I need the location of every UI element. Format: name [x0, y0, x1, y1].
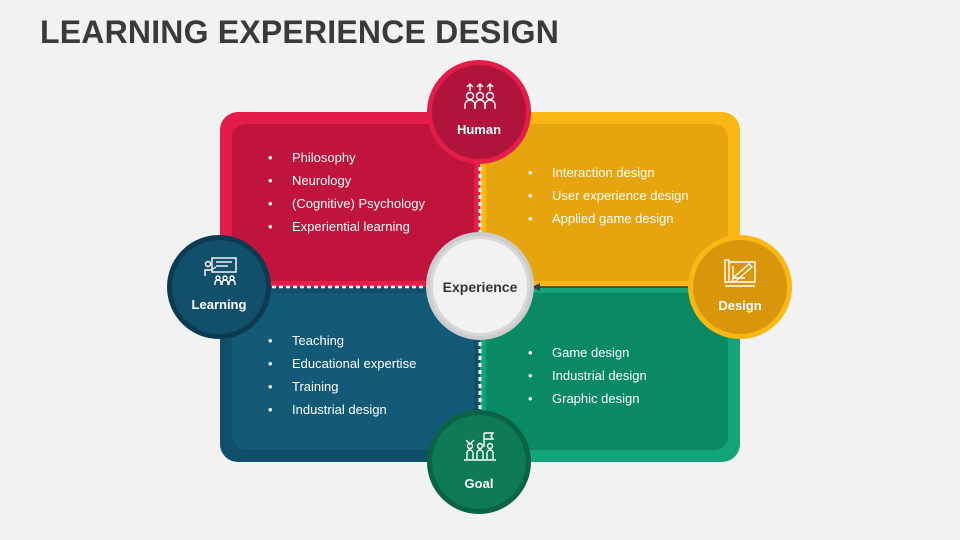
list-item: Industrial design	[528, 364, 647, 387]
list-item: Experiential learning	[268, 215, 425, 238]
page-title: LEARNING EXPERIENCE DESIGN	[40, 14, 560, 50]
list-item: Interaction design	[528, 161, 689, 184]
learning-topic-list: Teaching Educational expertise Training …	[268, 329, 416, 421]
node-human-label: Human	[456, 122, 502, 137]
node-design: Design	[688, 235, 792, 339]
list-item: Educational expertise	[268, 352, 416, 375]
list-item: Applied game design	[528, 207, 689, 230]
list-item: Game design	[528, 341, 647, 364]
list-item: User experience design	[528, 184, 689, 207]
node-human: Human	[427, 60, 531, 164]
list-item: Philosophy	[268, 146, 425, 169]
node-learning-label: Learning	[191, 297, 247, 312]
list-item: Neurology	[268, 169, 425, 192]
list-item: Industrial design	[268, 398, 416, 421]
node-design-label: Design	[718, 298, 762, 313]
goal-topic-list: Game design Industrial design Graphic de…	[528, 341, 647, 410]
list-item: Graphic design	[528, 387, 647, 410]
node-goal: Goal	[427, 410, 531, 514]
center-node-inner: Experience	[430, 236, 530, 336]
node-goal-label: Goal	[464, 476, 494, 491]
human-topic-list: Philosophy Neurology (Cognitive) Psychol…	[268, 146, 425, 238]
quadrant-design: Interaction design User experience desig…	[480, 112, 740, 287]
list-item: (Cognitive) Psychology	[268, 192, 425, 215]
design-topic-list: Interaction design User experience desig…	[528, 161, 689, 230]
team-goal-flag-icon	[464, 432, 496, 461]
list-item: Training	[268, 375, 416, 398]
quadrant-learning: Teaching Educational expertise Training …	[220, 287, 480, 462]
presentation-board-icon	[204, 257, 237, 285]
center-label: Experience	[442, 279, 518, 295]
node-learning: Learning	[167, 235, 271, 339]
blueprint-pencil-icon	[724, 259, 756, 287]
list-item: Teaching	[268, 329, 416, 352]
people-arrows-icon	[464, 83, 496, 109]
